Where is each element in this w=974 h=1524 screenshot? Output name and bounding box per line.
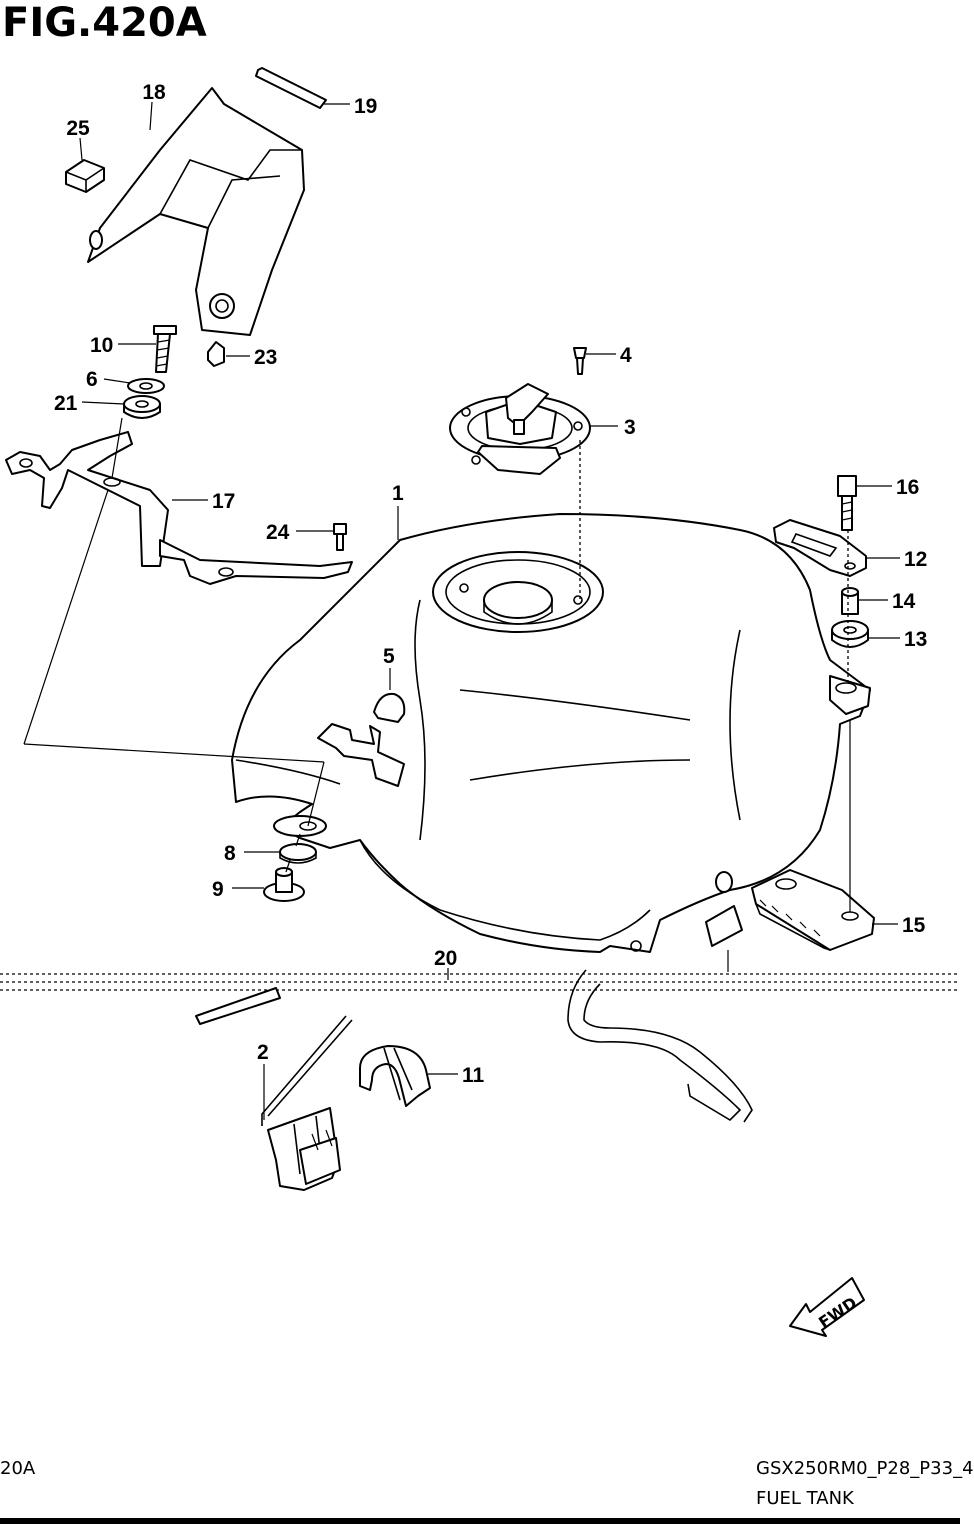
part-label-8: 8 — [224, 842, 236, 865]
part-label-2: 2 — [257, 1041, 269, 1064]
rear-bracket-part — [751, 869, 875, 951]
break-band — [0, 973, 960, 991]
washer-part — [127, 378, 165, 394]
part-number-labels: 18 19 25 10 6 21 17 23 24 4 3 1 5 16 12 … — [54, 81, 927, 1087]
part-label-17: 17 — [212, 490, 235, 513]
part-label-1: 1 — [392, 482, 404, 505]
fuel-cap-part — [449, 383, 591, 475]
part-label-16: 16 — [896, 476, 919, 499]
part-label-18: 18 — [142, 81, 166, 104]
collar-part — [263, 867, 305, 902]
leader-lines — [23, 101, 900, 1120]
part-label-5: 5 — [383, 645, 395, 668]
tank-cover-part — [87, 87, 305, 336]
part-label-3: 3 — [624, 416, 636, 439]
plate-part — [773, 519, 867, 577]
fuel-pump-part — [261, 1015, 353, 1191]
clip-part — [207, 341, 225, 367]
footer-figure-ref: 20A — [0, 1458, 36, 1479]
damper-washer-part — [279, 843, 317, 864]
part-label-11: 11 — [462, 1064, 485, 1087]
clamp-part — [359, 1045, 431, 1107]
bracket-part — [5, 431, 353, 585]
bolt-part — [153, 325, 177, 373]
part-label-23: 23 — [254, 346, 277, 369]
footer-model-code: GSX250RM0_P28_P33_4 — [756, 1458, 974, 1479]
footer-section-name: FUEL TANK — [756, 1488, 854, 1509]
part-label-20: 20 — [434, 947, 457, 970]
damper-part — [317, 723, 405, 787]
hose-part — [195, 969, 753, 1123]
part-label-12: 12 — [904, 548, 927, 571]
part-label-25: 25 — [66, 117, 90, 140]
rubber-cap-part — [373, 692, 406, 723]
part-label-4: 4 — [620, 344, 632, 367]
bottom-rule — [0, 1518, 960, 1524]
part-label-6: 6 — [86, 368, 98, 391]
part-label-21: 21 — [54, 392, 78, 415]
mount-bolt-part — [837, 475, 857, 531]
cushion-part — [65, 159, 105, 193]
part-label-10: 10 — [90, 334, 113, 357]
screw-part — [573, 347, 587, 375]
fuel-tank-part — [231, 513, 871, 953]
part-label-9: 9 — [212, 878, 224, 901]
small-bolt-part — [333, 523, 347, 551]
part-label-13: 13 — [904, 628, 927, 651]
grommet-part — [123, 395, 161, 419]
spacer-part — [841, 587, 859, 615]
forward-direction-badge: FWD — [789, 1277, 865, 1337]
part-label-24: 24 — [266, 521, 290, 544]
mount-cushion-part — [831, 620, 869, 648]
part-label-14: 14 — [892, 590, 916, 613]
strip-part — [255, 67, 327, 109]
part-label-19: 19 — [354, 95, 377, 118]
figure-title: FIG.420A — [2, 0, 207, 46]
pad-part — [705, 905, 743, 947]
part-label-15: 15 — [902, 914, 926, 937]
